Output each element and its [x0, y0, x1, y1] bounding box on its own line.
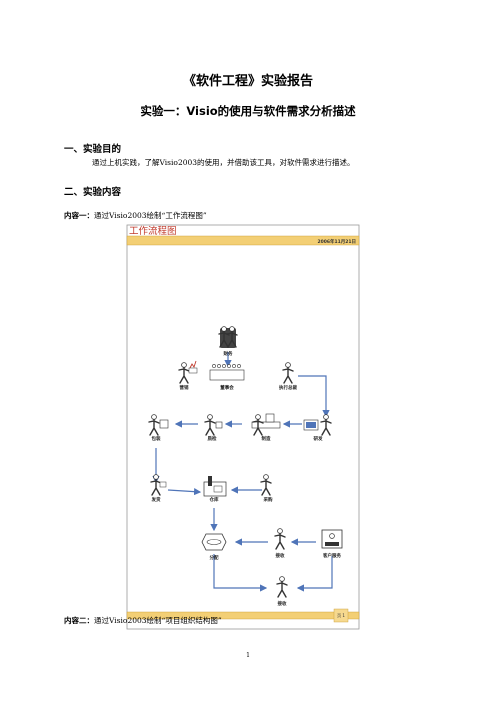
section-heading-content: 二、实验内容: [64, 187, 122, 198]
svg-text:接收: 接收: [278, 600, 287, 607]
page-label-box: [333, 608, 349, 623]
node-ship: 发货: [150, 473, 167, 503]
svg-text:研发: 研发: [314, 435, 323, 442]
svg-text:采购: 采购: [263, 496, 273, 503]
svg-text:执行总裁: 执行总裁: [279, 384, 297, 391]
svg-text:质检: 质检: [208, 435, 217, 442]
content-one-label: 内容一：: [64, 211, 94, 220]
svg-text:发货: 发货: [151, 496, 161, 503]
diagram-date: 2006年11月21日: [317, 238, 356, 245]
svg-text:制造: 制造: [262, 435, 271, 442]
purpose-text: 通过上机实践，了解Visio2003的使用，并借助该工具，对软件需求进行描述。: [92, 158, 355, 167]
page-title: 《软件工程》实验报告: [182, 74, 313, 89]
experiment-subtitle: 实验一：Visio的使用与软件需求分析描述: [140, 104, 356, 118]
node-board: 董事会: [209, 364, 245, 391]
content-two-text: 通过Visio2003绘制“项目组织结构图”: [94, 616, 222, 625]
node-distribute: 分配: [201, 533, 227, 561]
page-number: 1: [246, 652, 250, 659]
node-rnd: 研发: [303, 413, 332, 442]
svg-text:财务: 财务: [223, 350, 233, 357]
workflow-diagram: 工作流程图 2006年11月21日 页 1 财务 营销: [126, 224, 360, 630]
content-one-text: 通过Visio2003绘制“工作流程图”: [94, 211, 207, 220]
content-two-line: 内容二：通过Visio2003绘制“项目组织结构图”: [64, 615, 222, 626]
diagram-page-label: 页 1: [337, 613, 345, 618]
node-quality: 质检: [204, 413, 223, 442]
arrow-distribute-receive2: [213, 554, 268, 592]
arrow-executive-rnd: [298, 375, 330, 418]
node-packing: 包装: [148, 413, 169, 442]
svg-text:分配: 分配: [210, 554, 219, 561]
diagram-title: 工作流程图: [129, 225, 177, 237]
node-finance: 财务: [218, 325, 238, 357]
section-heading-purpose: 一、实验目的: [64, 144, 122, 155]
svg-text:接收: 接收: [276, 552, 285, 559]
diagram-frame: [126, 224, 360, 630]
arrow-customer-receive2: [296, 556, 333, 592]
node-receive-2: 接收: [276, 575, 288, 607]
node-purchase: 采购: [260, 473, 273, 503]
diagram-banner: [126, 235, 360, 246]
node-customer-service: 客户服务: [321, 529, 343, 559]
diagram-footer-banner: [126, 611, 360, 620]
node-manufacture: 制造: [251, 413, 281, 442]
content-one-line: 内容一：通过Visio2003绘制“工作流程图”: [64, 210, 207, 221]
svg-text:客户服务: 客户服务: [323, 552, 341, 559]
svg-text:包装: 包装: [152, 435, 161, 442]
node-receive-1: 接收: [274, 527, 286, 559]
svg-text:董事会: 董事会: [220, 384, 234, 391]
node-sales: 营销: [178, 360, 198, 391]
node-warehouse: 仓库: [203, 476, 227, 503]
node-executive: 执行总裁: [279, 361, 297, 391]
svg-text:仓库: 仓库: [209, 496, 219, 503]
content-two-label: 内容二：: [64, 616, 94, 625]
arrow-ship-warehouse: [167, 488, 202, 496]
svg-text:营销: 营销: [180, 384, 189, 391]
